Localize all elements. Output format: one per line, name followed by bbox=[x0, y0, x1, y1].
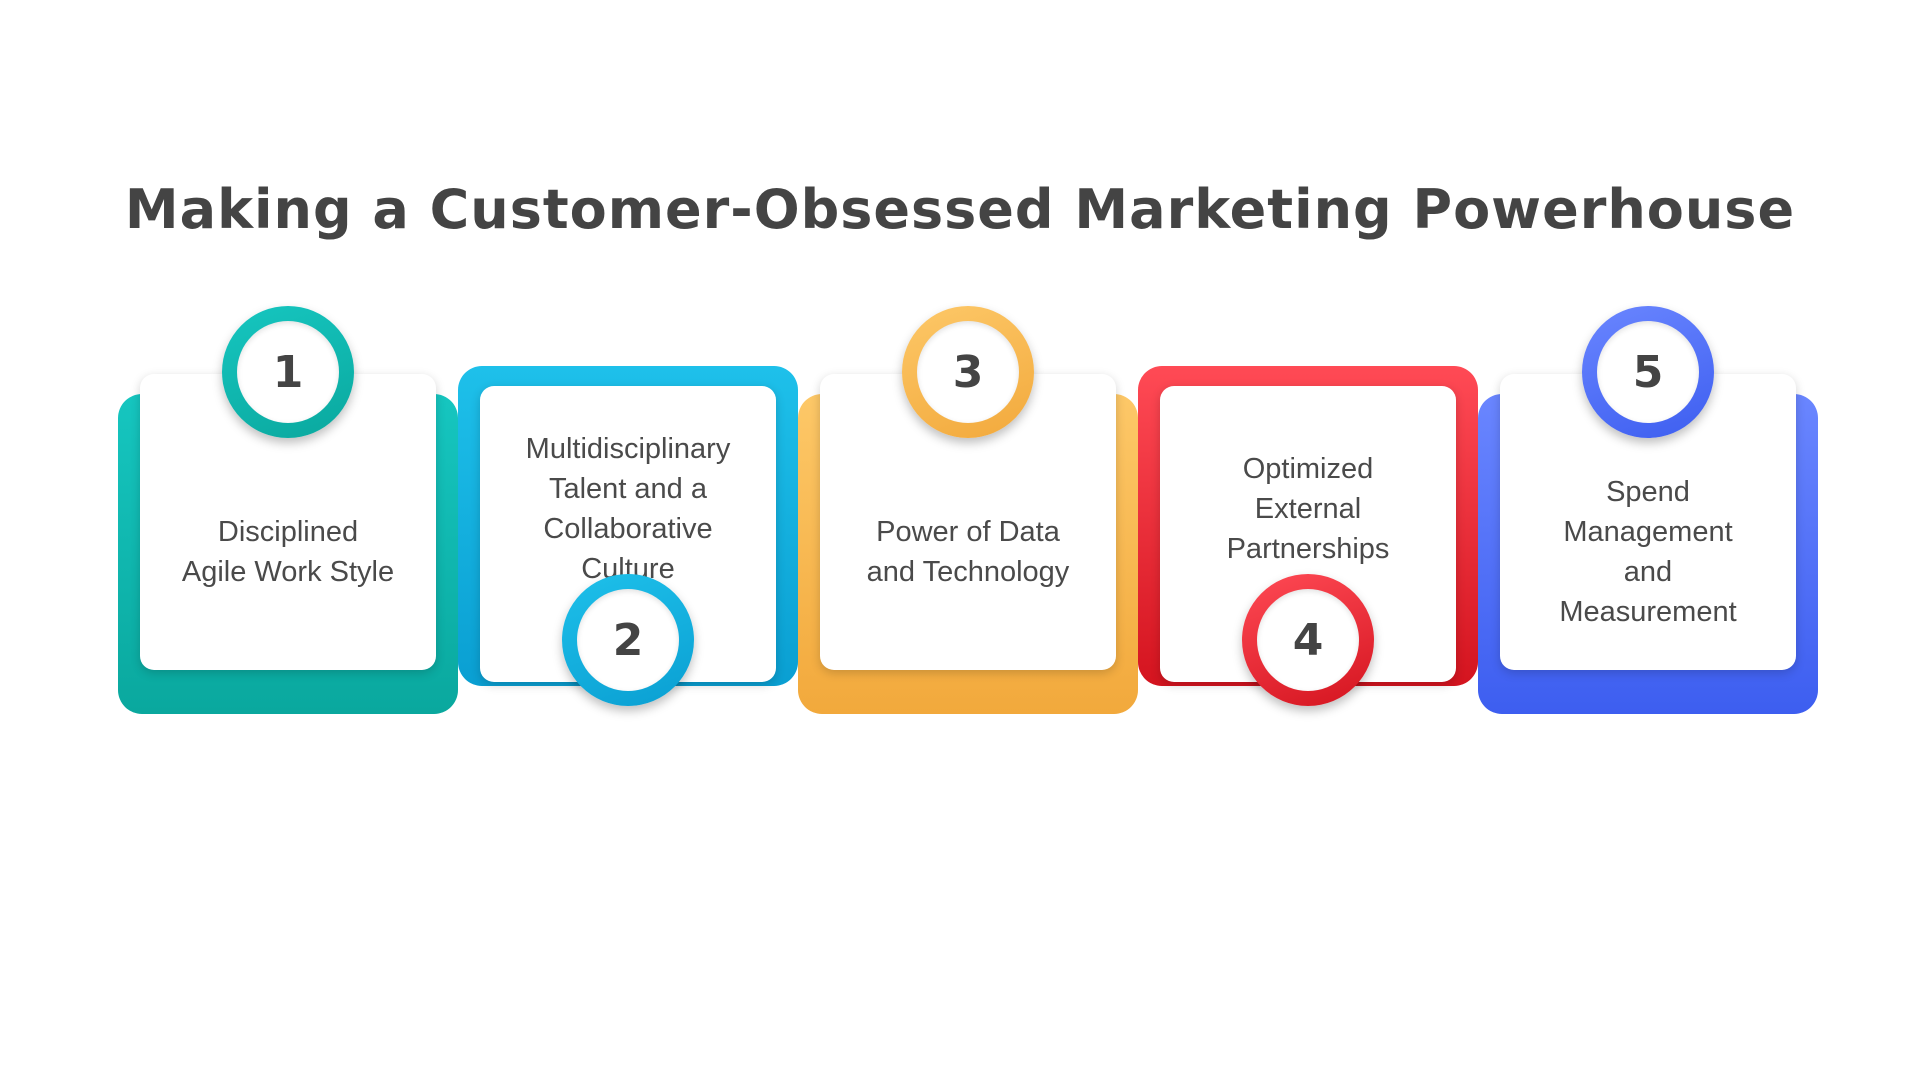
diagram-title: Making a Customer-Obsessed Marketing Pow… bbox=[124, 178, 1796, 241]
step-4-badge: 4 bbox=[1242, 574, 1374, 706]
step-5-label: Spend Management and Measurement bbox=[1559, 476, 1737, 628]
step-4: Optimized External Partnerships 4 bbox=[1138, 306, 1478, 706]
step-2-label: Multidisciplinary Talent and a Collabora… bbox=[525, 433, 731, 585]
step-5: Spend Management and Measurement 5 bbox=[1478, 306, 1818, 714]
step-2-badge: 2 bbox=[562, 574, 694, 706]
step-3-label: Power of Data and Technology bbox=[866, 516, 1070, 588]
step-1-label: Disciplined Agile Work Style bbox=[181, 516, 395, 588]
step-4-label: Optimized External Partnerships bbox=[1226, 453, 1390, 565]
step-1: Disciplined Agile Work Style 1 bbox=[118, 306, 458, 714]
step-5-badge: 5 bbox=[1582, 306, 1714, 438]
step-3: Power of Data and Technology 3 bbox=[798, 306, 1138, 714]
step-4-number: 4 bbox=[1257, 589, 1359, 691]
step-5-number: 5 bbox=[1597, 321, 1699, 423]
step-1-badge: 1 bbox=[222, 306, 354, 438]
step-2-number: 2 bbox=[577, 589, 679, 691]
step-2: Multidisciplinary Talent and a Collabora… bbox=[458, 306, 798, 706]
step-3-number: 3 bbox=[917, 321, 1019, 423]
step-3-badge: 3 bbox=[902, 306, 1034, 438]
step-1-number: 1 bbox=[237, 321, 339, 423]
